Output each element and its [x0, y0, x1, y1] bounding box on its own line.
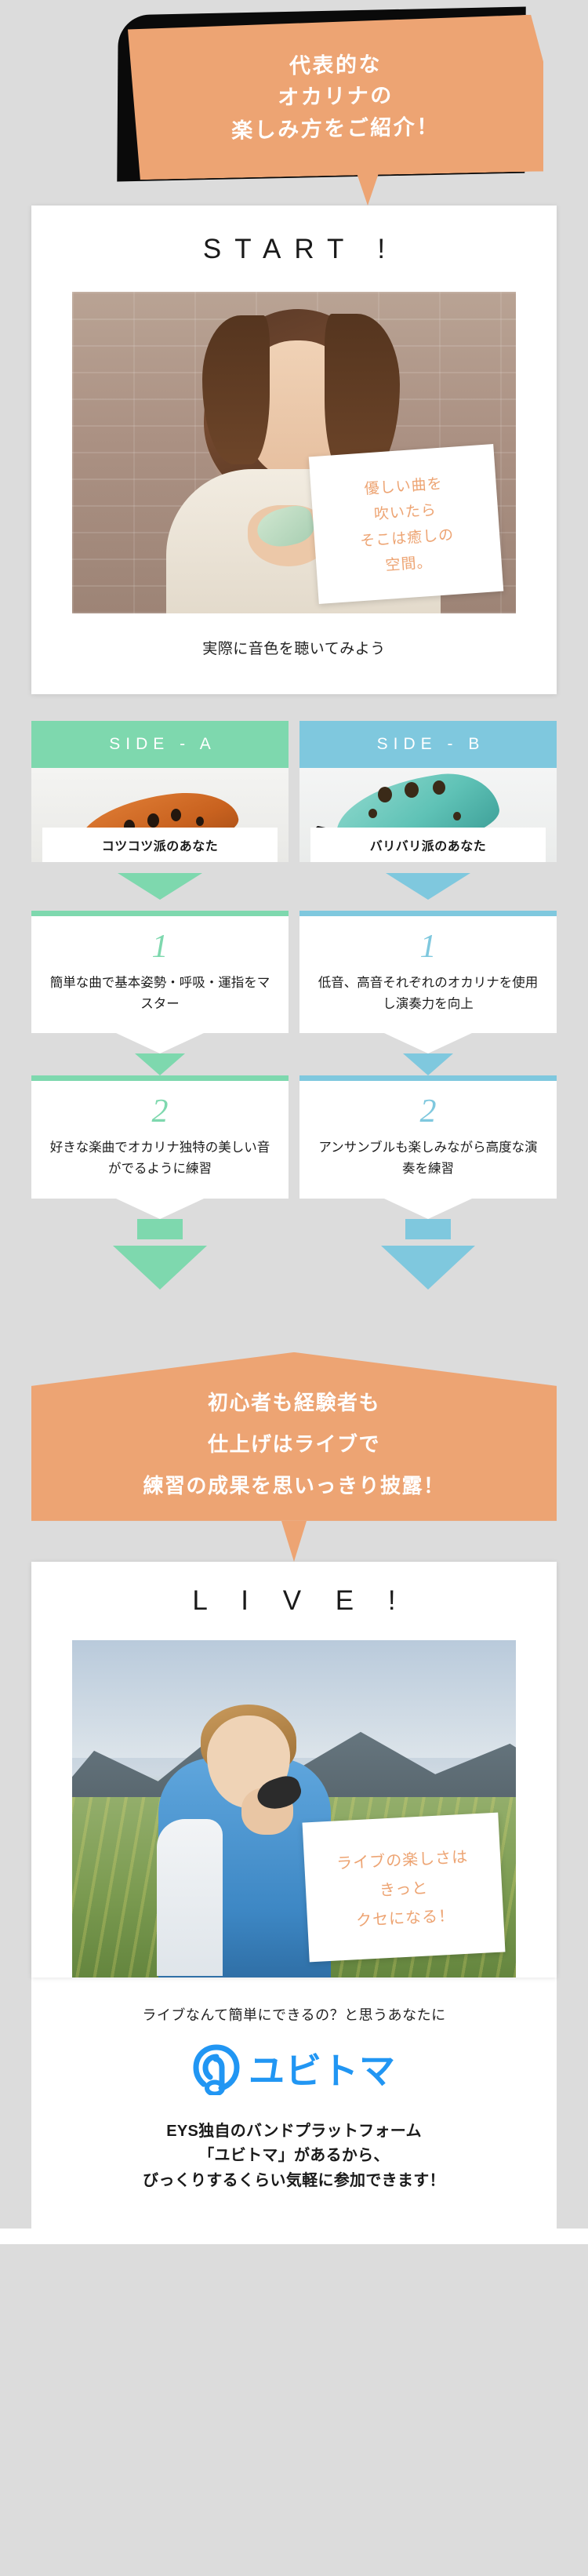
side-b-ocarina-photo: バリバリ派のあなた	[299, 768, 557, 862]
footer-body-line-1: EYS独自のバンドプラットフォーム	[166, 2122, 422, 2140]
start-note-line-4: 空間。	[384, 553, 434, 574]
footer-body: EYS独自のバンドプラットフォーム 「ユビトマ」があるから、 びっくりするくらい…	[31, 2119, 557, 2194]
top-banner-line-2: オカリナの	[278, 83, 394, 111]
side-a-notch-2	[116, 1198, 204, 1219]
live-note-line-2: きっと	[379, 1877, 429, 1899]
start-heading: START !	[202, 234, 399, 264]
ocarina-a-hole	[196, 817, 204, 826]
side-b-ocarina-label: バリバリ派のあなた	[310, 828, 546, 862]
side-a-arrow-2-icon	[135, 1053, 185, 1076]
top-banner-section: 代表的な オカリナの 楽しみ方をご紹介！	[0, 0, 588, 206]
side-b-step-1-number: 1	[419, 929, 437, 965]
side-a-arrow-1-icon	[118, 873, 202, 900]
footer-lead-text: ライブなんて簡単にできるの？と思うあなたに	[142, 2007, 446, 2023]
live-note-card: ライブの楽しさは きっと クセになる！	[302, 1812, 506, 1963]
side-b-step-2: 2 アンサンブルも楽しみながら高度な演奏を練習	[299, 1075, 557, 1199]
side-b-arrow-stem	[405, 1218, 451, 1239]
yubitoma-logo-text: ユビトマ	[249, 2050, 396, 2092]
side-a-step-1-text: 簡単な曲で基本姿勢・呼吸・運指をマスター	[49, 976, 270, 1011]
ocarina-b-hole	[368, 809, 377, 818]
start-note-line-3: そこは癒しの	[359, 526, 455, 551]
person-sleeve-shape	[157, 1818, 223, 1976]
spacer	[0, 1290, 588, 1332]
side-a-step-1: 1 簡単な曲で基本姿勢・呼吸・運指をマスター	[31, 911, 289, 1034]
ocarina-b-hole	[433, 780, 445, 795]
footer-body-line-2: 「ユビトマ」があるから、	[198, 2147, 390, 2165]
top-banner-line-3: 楽しみ方をご紹介！	[231, 114, 440, 143]
side-b-header: SIDE - B	[299, 721, 557, 768]
live-banner-tail-icon	[281, 1520, 307, 1562]
start-card: START ! 優しい曲を 吹いたら そこは癒しの 空間。 実際に音色を聴いてみ…	[31, 206, 557, 694]
ocarina-a-hole	[147, 813, 159, 828]
spacer	[0, 694, 588, 721]
live-banner-line-2: 仕上げはライブで	[207, 1432, 380, 1456]
side-b-step-2-number: 2	[419, 1093, 437, 1130]
live-photo: ライブの楽しさは きっと クセになる！	[72, 1639, 516, 1977]
start-caption: 実際に音色を聴いてみよう	[202, 641, 386, 657]
ocarina-a-hole	[171, 809, 181, 821]
track-side-a: SIDE - A コツコツ派のあなた 1 簡単な曲で基本姿勢・呼吸・運指をマスタ…	[31, 721, 289, 1290]
side-b-arrow-2-icon	[403, 1053, 453, 1076]
ocarina-b-hole	[453, 812, 461, 820]
footer-card: ライブなんて簡単にできるの？と思うあなたに ユビトマ EYS独自のバンドプラット…	[31, 1977, 557, 2229]
live-card: L I V E ! ライブの楽しさは きっと クセになる！	[31, 1561, 557, 1977]
side-a-ocarina-photo: コツコツ派のあなた	[31, 768, 289, 862]
track-side-b: SIDE - B バリバリ派のあなた 1 低音、高音それぞれのオカリナを使用し演…	[299, 721, 557, 1290]
yubitoma-logo[interactable]: ユビトマ	[31, 2043, 557, 2099]
live-banner-line-3: 練習の成果を思いっきり披露！	[143, 1473, 445, 1497]
top-banner: 代表的な オカリナの 楽しみ方をご紹介！	[128, 14, 543, 180]
side-a-ocarina-label: コツコツ派のあなた	[42, 828, 278, 862]
tracks-container: SIDE - A コツコツ派のあなた 1 簡単な曲で基本姿勢・呼吸・運指をマスタ…	[31, 721, 557, 1290]
side-a-step-2-number: 2	[151, 1093, 169, 1130]
side-b-notch-2	[384, 1198, 472, 1219]
side-a-step-1-number: 1	[151, 929, 169, 965]
live-banner-section: 初心者も経験者も 仕上げはライブで 練習の成果を思いっきり披露！	[0, 1331, 588, 1562]
side-b-arrow-1-icon	[386, 873, 470, 900]
live-heading: L I V E !	[192, 1585, 409, 1616]
live-banner-line-1: 初心者も経験者も	[207, 1390, 380, 1414]
live-banner: 初心者も経験者も 仕上げはライブで 練習の成果を思いっきり披露！	[31, 1352, 557, 1521]
side-a-header: SIDE - A	[31, 721, 289, 768]
side-a-arrow-3-icon	[113, 1245, 207, 1290]
top-banner-tail-icon	[354, 166, 381, 206]
live-note-line-3: クセになる！	[355, 1905, 456, 1930]
side-b-step-1-text: 低音、高音それぞれのオカリナを使用し演奏力を向上	[318, 976, 539, 1011]
side-b-step-2-text: アンサンブルも楽しみながら高度な演奏を練習	[318, 1141, 538, 1177]
side-a-step-2: 2 好きな楽曲でオカリナ独特の美しい音がでるように練習	[31, 1075, 289, 1199]
bottom-spacer	[0, 2228, 588, 2244]
live-note-line-1: ライブの楽しさは	[336, 1846, 469, 1872]
ocarina-b-hole	[378, 787, 392, 802]
side-a-notch-1	[116, 1033, 204, 1054]
top-banner-line-1: 代表的な	[289, 53, 382, 78]
start-note-card: 優しい曲を 吹いたら そこは癒しの 空間。	[308, 443, 504, 605]
side-a-arrow-stem	[137, 1218, 183, 1239]
hair-left-shape	[202, 315, 270, 464]
start-note-line-2: 吹いたら	[373, 501, 437, 523]
footer-body-line-3: びっくりするくらい気軽に参加できます！	[143, 2172, 445, 2190]
ocarina-b-hole	[405, 782, 419, 798]
start-note-line-1: 優しい曲を	[363, 475, 444, 498]
fingerprint-music-note-icon	[192, 2043, 241, 2099]
side-a-step-2-text: 好きな楽曲でオカリナ独特の美しい音がでるように練習	[49, 1141, 270, 1177]
side-b-step-1: 1 低音、高音それぞれのオカリナを使用し演奏力を向上	[299, 911, 557, 1034]
side-b-arrow-3-icon	[381, 1245, 475, 1290]
start-photo: 優しい曲を 吹いたら そこは癒しの 空間。	[72, 292, 516, 613]
side-b-notch-1	[384, 1033, 472, 1054]
